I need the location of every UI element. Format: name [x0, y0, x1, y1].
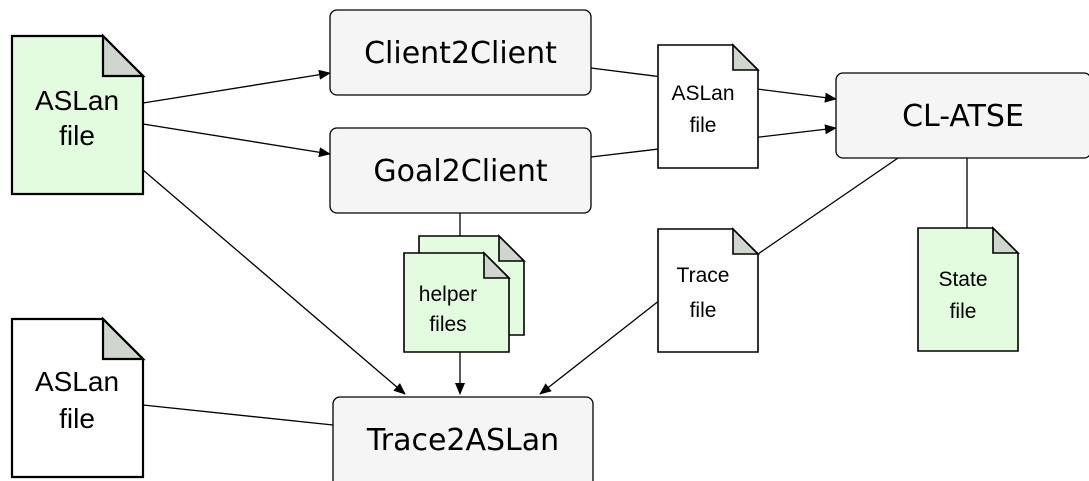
state-line2: file [950, 300, 977, 323]
file-helper-stack: helper files [403, 234, 526, 353]
edge-aslan-output-to-trace2aslan [142, 404, 334, 426]
state-line1: State [938, 268, 987, 291]
aslan-input-line1: ASLan [35, 85, 119, 116]
goal2client-label: Goal2Client [373, 154, 547, 189]
aslan-output-line2: file [59, 403, 95, 434]
file-aslan-output: ASLan file [10, 316, 146, 479]
edge-clatse-to-trace [757, 157, 899, 255]
client2client-label: Client2Client [364, 36, 557, 71]
helper-line1: helper [419, 283, 477, 306]
file-aslan-intermediate: ASLan file [657, 43, 760, 169]
process-client2client: Client2Client [329, 9, 592, 96]
process-trace2aslan: Trace2ASLan [332, 396, 594, 481]
process-clatse: CL-ATSE [835, 72, 1089, 159]
edge-aslan-to-client2client [142, 69, 331, 104]
aslan-mid-line1: ASLan [671, 82, 734, 105]
aslan-output-line1: ASLan [35, 366, 119, 397]
trace2aslan-label: Trace2ASLan [366, 423, 559, 458]
helper-line2: files [429, 313, 466, 336]
process-goal2client: Goal2Client [329, 127, 592, 214]
trace-line1: Trace [677, 264, 730, 287]
clatse-label: CL-ATSE [902, 99, 1024, 134]
file-state: State file [917, 226, 1020, 352]
file-trace: Trace file [657, 227, 760, 353]
aslan-mid-line2: file [690, 114, 717, 137]
edge-trace-to-trace2aslan [539, 299, 661, 395]
aslan-input-line2: file [59, 120, 95, 151]
file-aslan-input: ASLan file [10, 33, 146, 196]
edge-aslan-to-trace2aslan [142, 169, 406, 395]
trace-line2: file [690, 299, 717, 322]
edge-aslan-to-goal2client [142, 123, 331, 158]
